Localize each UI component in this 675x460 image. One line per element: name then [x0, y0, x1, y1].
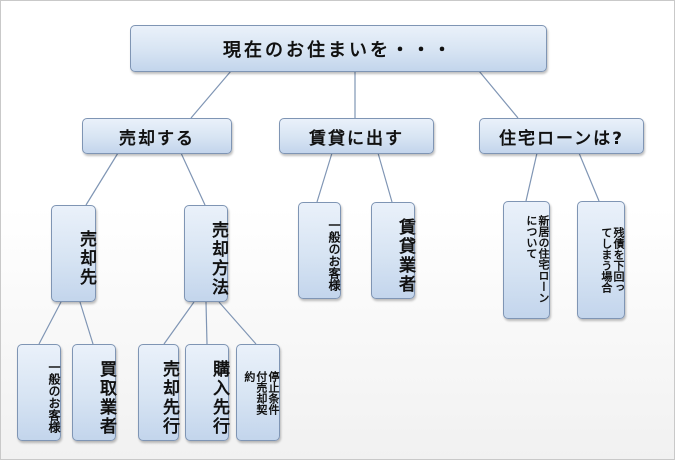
- root-node: 現在のお住まいを・・・: [130, 25, 547, 72]
- connector-rent-agent: [377, 152, 393, 203]
- connector-sell-buyer: [85, 152, 119, 206]
- connector-method-sellfirst: [163, 301, 195, 345]
- method-node: 売却方法: [184, 205, 228, 302]
- sell-label: 売却する: [119, 128, 195, 149]
- connector-sell-method: [180, 152, 206, 206]
- method-option-sell-first: 売却先行: [138, 344, 179, 441]
- method-option-conditional-label: 停止条件付売却契約: [242, 370, 280, 415]
- buyer-option-dealer-label: 買取業者: [96, 359, 116, 436]
- method-option-conditional: 停止条件付売却契約: [236, 344, 280, 441]
- connector-root-sell: [190, 70, 232, 119]
- buyer-label: 売却先: [76, 230, 96, 287]
- connector-loan-newhome: [525, 152, 538, 202]
- rent-option-agent-label: 賃貸業者: [395, 217, 415, 294]
- rent-node: 賃貸に出す: [279, 118, 434, 154]
- buyer-node: 売却先: [51, 205, 96, 302]
- connector-buyer-general: [38, 301, 62, 345]
- loan-node: 住宅ローンは?: [479, 118, 644, 154]
- loan-option-new-home-label: 新居の住宅ローンについて: [524, 215, 550, 303]
- connector-root-loan: [478, 70, 519, 119]
- method-label: 売却方法: [208, 220, 228, 297]
- rent-option-general-label: 一般のお客様: [327, 218, 341, 291]
- connector-method-buyfirst: [205, 301, 208, 345]
- loan-option-debt-label: 残債を下回ってしまう場合: [599, 227, 625, 293]
- sell-node: 売却する: [82, 118, 232, 154]
- method-option-buy-first-label: 購入先行: [209, 359, 229, 436]
- method-option-buy-first: 購入先行: [185, 344, 229, 441]
- connector-method-conditional: [218, 301, 257, 345]
- rent-option-general: 一般のお客様: [298, 202, 341, 299]
- connector-buyer-dealer: [79, 301, 94, 345]
- rent-option-agent: 賃貸業者: [371, 202, 415, 299]
- root-label: 現在のお住まいを・・・: [223, 39, 454, 61]
- buyer-option-dealer: 買取業者: [72, 344, 116, 441]
- buyer-option-general-label: 一般のお客様: [47, 360, 61, 433]
- buyer-option-general: 一般のお客様: [17, 344, 61, 441]
- loan-option-debt: 残債を下回ってしまう場合: [577, 201, 625, 319]
- loan-option-new-home: 新居の住宅ローンについて: [503, 201, 550, 319]
- connector-loan-debt: [578, 152, 600, 202]
- loan-label: 住宅ローンは?: [498, 128, 624, 149]
- method-option-sell-first-label: 売却先行: [159, 359, 179, 436]
- connector-rent-general: [316, 152, 333, 203]
- rent-label: 賃貸に出す: [309, 128, 404, 149]
